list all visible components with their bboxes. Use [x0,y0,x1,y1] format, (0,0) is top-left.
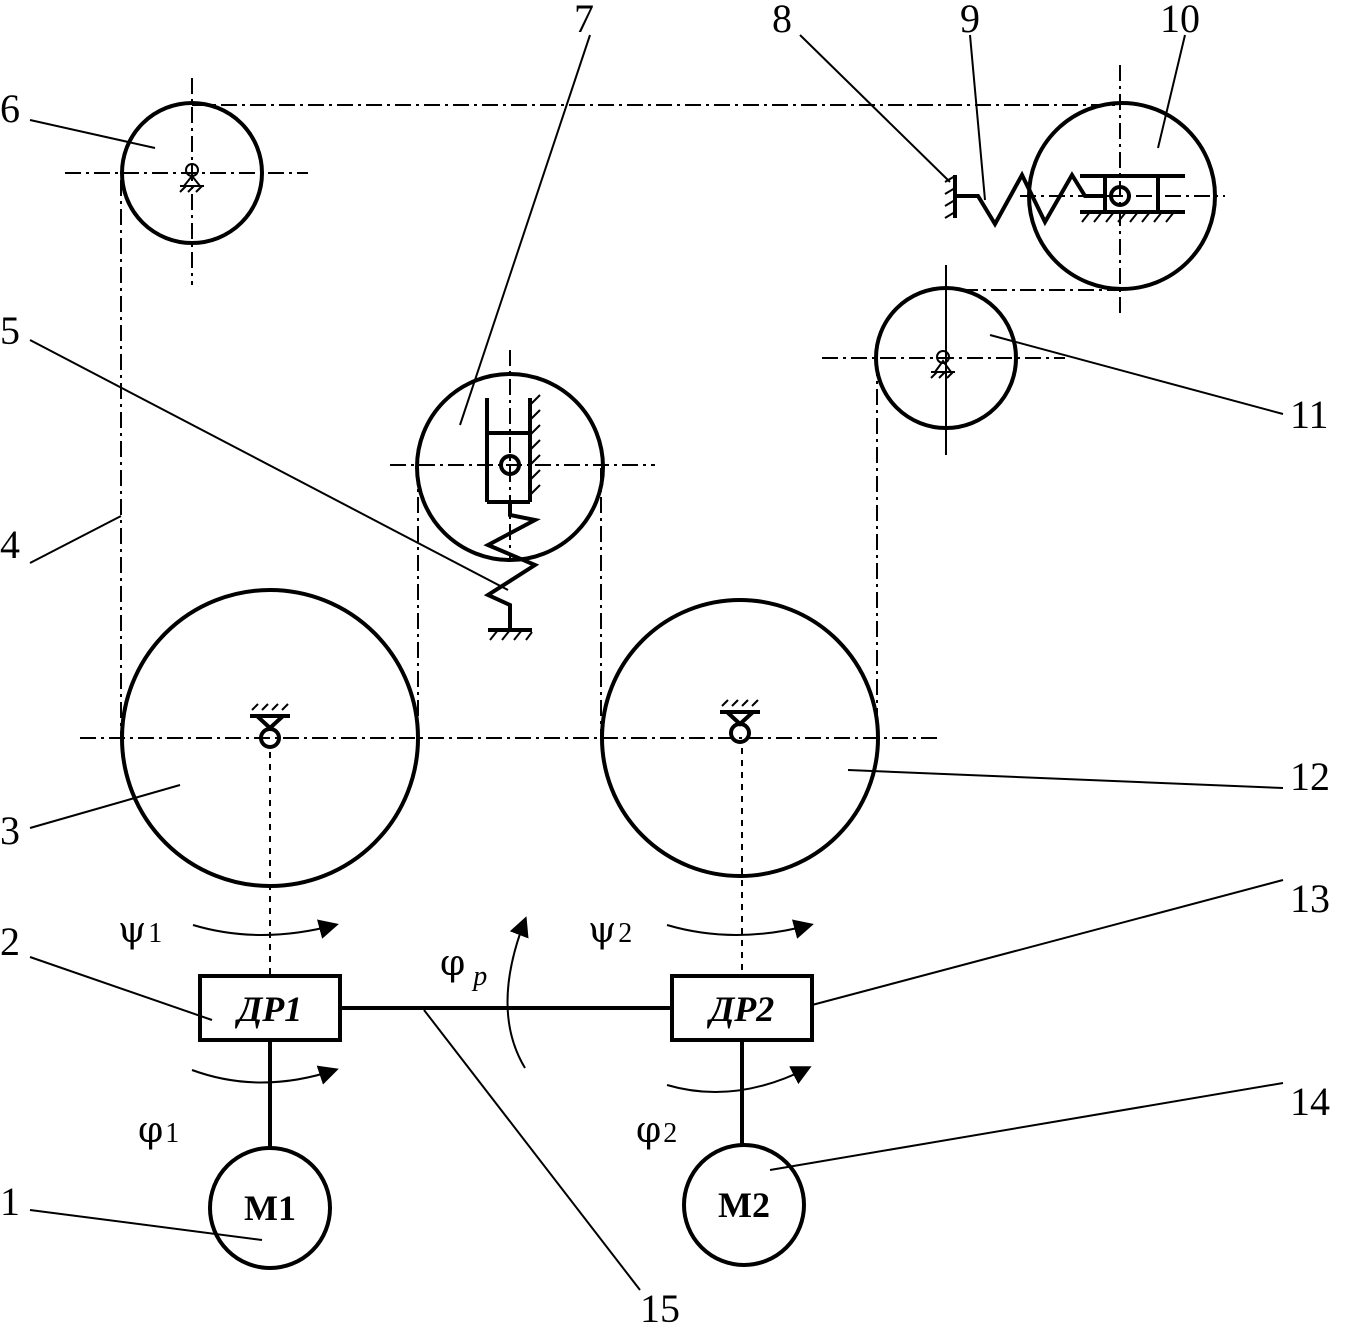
label-15: 15 [640,1286,680,1325]
m1-label: М1 [244,1188,296,1228]
slider-guide-7 [485,394,541,504]
label-3: 3 [0,808,20,853]
label-5: 5 [0,308,20,353]
psi2-symbol: ψ2 [588,910,632,951]
dr1-label: ДР1 [235,989,303,1029]
label-12: 12 [1290,754,1330,799]
motor-m1 [208,1146,332,1270]
label-6: 6 [0,86,20,131]
label-8: 8 [772,0,792,41]
differential-dr2 [670,974,814,1042]
label-10: 10 [1160,0,1200,41]
rotation-arrows [191,916,814,1093]
leader-lines [29,34,1284,1291]
m2-label: М2 [718,1185,770,1225]
label-2: 2 [0,919,20,964]
label-7: 7 [574,0,594,41]
roller-11 [874,286,1018,430]
label-9: 9 [960,0,980,41]
roller-7 [415,372,605,562]
part-numbers: 6 7 8 9 10 11 5 4 3 12 2 13 1 14 15 [0,0,1330,1325]
drum-12 [600,598,880,878]
center-lines [65,65,1225,739]
phi1-symbol: φ1 [138,1110,179,1151]
motor-m2 [682,1143,806,1267]
slider-guide-10 [1080,174,1185,223]
dr2-label: ДР2 [707,989,775,1029]
label-4: 4 [0,522,20,567]
label-1: 1 [0,1179,20,1224]
label-13: 13 [1290,876,1330,921]
label-11: 11 [1290,392,1329,437]
shafts [268,748,744,1148]
psi1-symbol: ψ1 [118,910,162,951]
differential-dr1 [198,974,342,1042]
spring-9 [944,170,1105,228]
roller-6 [120,101,264,245]
phi2-symbol: φ2 [636,1110,677,1151]
label-14: 14 [1290,1079,1330,1124]
roller-10 [1027,101,1217,291]
spring-5 [483,502,541,641]
